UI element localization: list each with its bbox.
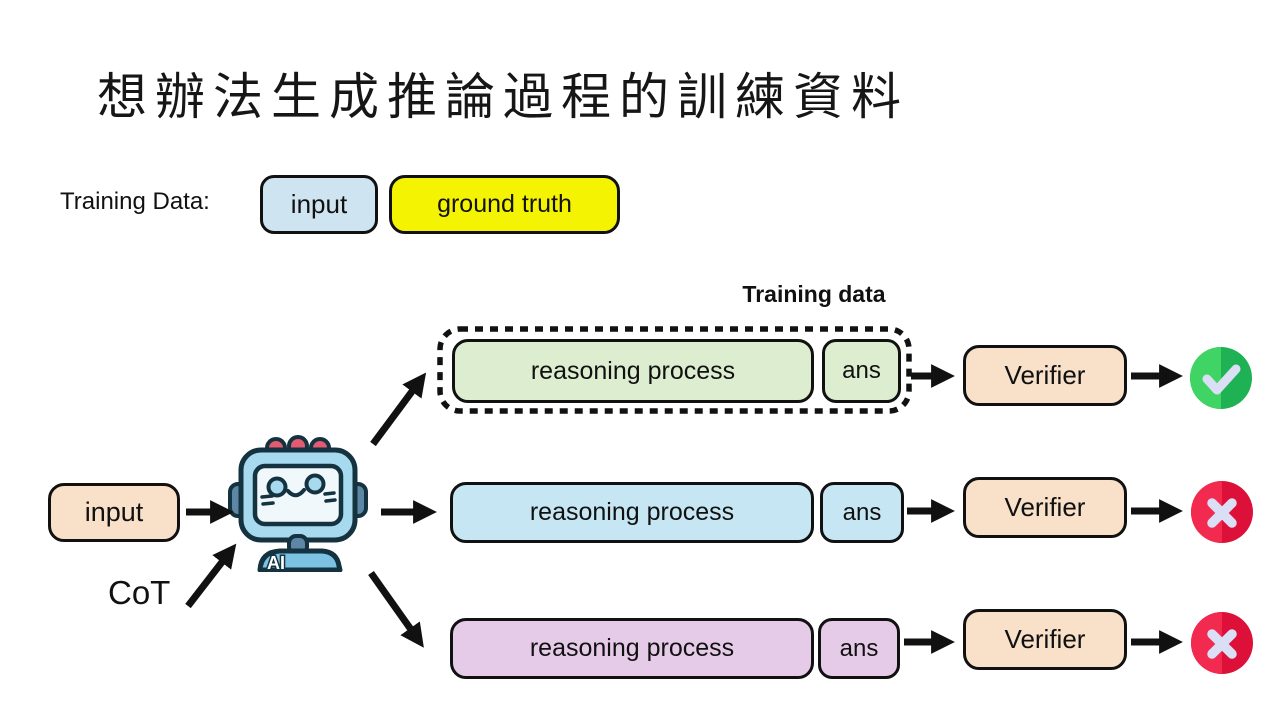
ans-box: ans [820,482,904,543]
training-data-outline [437,326,912,414]
verifier-label: Verifier [1004,624,1086,654]
reasoning-process-box: reasoning process [450,618,814,679]
reasoning-process-box: reasoning process [450,482,814,543]
training-data-label: Training data [742,281,886,307]
legend-ground-truth-chip: ground truth [389,175,620,234]
verifier-box: Verifier [963,477,1127,538]
reasoning-process-label: reasoning process [529,634,735,662]
verifier-box: Verifier [963,345,1127,406]
verifier-box: Verifier [963,609,1127,670]
ans-box: ans [818,618,900,679]
robot-badge: AI [267,553,285,572]
legend-input-label: input [290,189,348,219]
cot-label: CoT [108,574,171,611]
verifier-label: Verifier [1004,492,1086,522]
input-label: input [84,497,144,527]
legend-label: Training Data: [60,188,210,215]
x-glyph [1207,629,1237,659]
check-glyph [1202,364,1241,395]
ans-label: ans [839,634,879,662]
reasoning-process-label: reasoning process [529,498,735,526]
reasoning-process-box: reasoning process [452,339,814,403]
slide-title: 想辦法生成推論過程的訓練資料 [97,69,909,125]
ai-robot-icon: AI [228,435,368,572]
success-icon [1190,347,1252,409]
ans-label: ans [842,498,882,526]
x-glyph [1207,498,1237,528]
legend-ground-truth-label: ground truth [437,190,572,218]
arrow-cot-to-robot [185,543,237,609]
verifier-label: Verifier [1004,360,1086,390]
ans-box: ans [822,339,901,403]
failure-icon [1191,481,1253,543]
arrow-robot-to-row1 [370,372,427,447]
failure-icon [1191,612,1253,674]
input-box: input [48,483,180,542]
reasoning-process-label: reasoning process [530,356,736,385]
legend-input-chip: input [260,175,378,234]
ans-label: ans [842,357,881,384]
arrow-robot-to-row3 [368,570,424,648]
